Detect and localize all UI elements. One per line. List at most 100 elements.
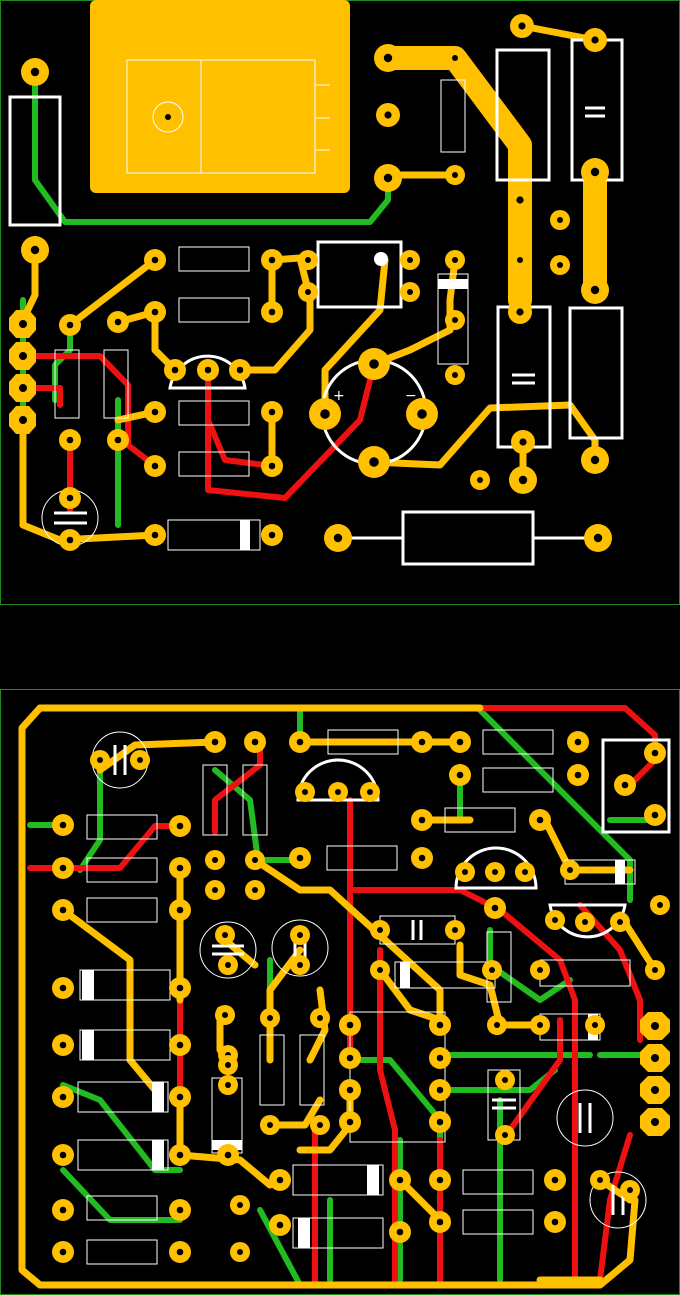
drill-hole: [346, 1021, 354, 1029]
drill-hole: [436, 1054, 444, 1062]
drill-hole: [222, 932, 228, 938]
drill-hole: [396, 1176, 404, 1184]
drill-hole: [268, 462, 276, 470]
drill-hole: [574, 771, 582, 779]
drill-hole: [59, 984, 67, 992]
drill-hole: [452, 55, 458, 61]
drill-hole: [383, 53, 393, 63]
drill-hole: [59, 1206, 67, 1214]
capacitor-outline: [496, 305, 552, 449]
drill-hole: [176, 1248, 184, 1256]
drill-hole: [557, 217, 563, 223]
drill-hole: [114, 436, 122, 444]
resistor-outline: [568, 306, 624, 440]
drill-hole: [151, 462, 159, 470]
drill-hole: [335, 789, 341, 795]
drill-hole: [367, 789, 373, 795]
resistor-outline: [495, 48, 551, 182]
drill-hole: [305, 289, 311, 295]
drill-hole: [237, 1202, 243, 1208]
drill-hole: [176, 1151, 184, 1159]
drill-hole: [66, 321, 74, 329]
drill-hole: [436, 1021, 444, 1029]
drill-hole: [346, 1054, 354, 1062]
bottom-connector-header: [640, 1012, 670, 1136]
drill-hole: [176, 1041, 184, 1049]
drill-hole: [276, 1221, 284, 1229]
drill-hole: [212, 857, 218, 863]
drill-hole: [276, 1176, 284, 1184]
drill-hole: [268, 256, 276, 264]
drill-hole: [436, 1118, 444, 1126]
drill-hole: [251, 738, 259, 746]
drill-hole: [296, 738, 304, 746]
heatsink-copper-area: [90, 0, 350, 193]
drill-hole: [551, 1218, 559, 1226]
drill-hole: [59, 1151, 67, 1159]
drill-hole: [456, 738, 464, 746]
drill-hole: [252, 857, 258, 863]
drill-hole: [97, 757, 103, 763]
drill-hole: [383, 173, 393, 183]
drill-hole: [252, 887, 258, 893]
drill-hole: [346, 1118, 354, 1126]
drill-hole: [176, 1206, 184, 1214]
drill-hole: [212, 887, 218, 893]
drill-hole: [114, 318, 122, 326]
drill-hole: [346, 1086, 354, 1094]
drill-hole: [567, 867, 573, 873]
drill-hole: [593, 533, 603, 543]
drill-hole: [652, 967, 658, 973]
drill-hole: [317, 1122, 323, 1128]
drill-hole: [59, 864, 67, 872]
drill-hole: [302, 789, 308, 795]
ic-outline: [316, 240, 403, 309]
drill-hole: [627, 1187, 633, 1193]
drill-hole: [297, 962, 303, 968]
drill-hole: [407, 289, 413, 295]
drill-hole: [651, 749, 659, 757]
drill-hole: [494, 1022, 500, 1028]
drill-hole: [519, 438, 527, 446]
drill-hole: [557, 262, 563, 268]
drill-hole: [176, 864, 184, 872]
drill-hole: [297, 932, 303, 938]
drill-hole: [268, 531, 276, 539]
drill-hole: [396, 1228, 404, 1236]
drill-hole: [418, 816, 426, 824]
drill-hole: [176, 984, 184, 992]
drill-hole: [590, 167, 600, 177]
drill-hole: [590, 285, 600, 295]
drill-hole: [516, 308, 524, 316]
drill-hole: [436, 1176, 444, 1184]
bottom-board-pads: [52, 731, 670, 1263]
drill-hole: [267, 1015, 273, 1021]
power-traces: [376, 46, 607, 312]
drill-hole: [369, 457, 379, 467]
drill-hole: [225, 962, 231, 968]
bottom-orange-traces: [18, 704, 659, 1289]
drill-hole: [518, 22, 526, 30]
drill-hole: [537, 1022, 543, 1028]
drill-hole: [320, 409, 330, 419]
top-connector-header: [9, 310, 36, 434]
drill-hole: [456, 771, 464, 779]
drill-hole: [225, 1082, 231, 1088]
drill-hole: [176, 1093, 184, 1101]
drill-hole: [66, 536, 74, 544]
drill-hole: [59, 821, 67, 829]
drill-hole: [151, 308, 159, 316]
top-board-pads: [21, 14, 612, 552]
drill-hole: [151, 531, 159, 539]
drill-hole: [436, 1086, 444, 1094]
drill-hole: [516, 196, 524, 204]
drill-hole: [537, 967, 543, 973]
drill-hole: [384, 111, 392, 119]
drill-hole: [267, 1122, 273, 1128]
drill-hole: [591, 36, 599, 44]
drill-hole: [502, 1077, 508, 1083]
drill-hole: [407, 257, 413, 263]
drill-hole: [491, 904, 499, 912]
drill-hole: [296, 854, 304, 862]
